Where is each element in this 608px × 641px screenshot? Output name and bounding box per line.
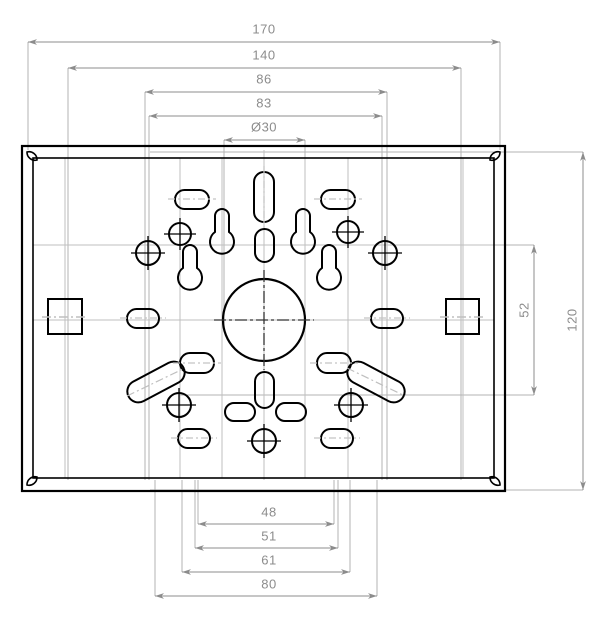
corner-tab-top-right xyxy=(489,150,501,162)
dimension-lines xyxy=(28,39,586,599)
dim-label-d30: Ø30 xyxy=(251,119,277,134)
dim-label-170: 170 xyxy=(252,21,275,36)
angled-slots xyxy=(126,360,406,404)
dimension-labels: 170 140 86 83 Ø30 48 51 61 80 52 120 xyxy=(251,21,579,591)
angled-slot-right xyxy=(346,360,406,404)
corner-tabs xyxy=(26,150,501,487)
center-bore xyxy=(214,270,314,370)
slot-v-mid-center xyxy=(254,228,275,263)
keyhole-lower-right xyxy=(316,244,342,291)
slot-v-low-center xyxy=(254,371,275,409)
cross-hole-centermarks xyxy=(131,216,402,458)
dim-label-51: 51 xyxy=(261,528,276,543)
keyhole-lower-left xyxy=(177,244,203,291)
plate-outline xyxy=(20,144,507,493)
cross-holes xyxy=(135,220,398,454)
corner-tab-bottom-left xyxy=(26,475,38,487)
slot-centermarks xyxy=(120,166,410,439)
corner-tab-top-left xyxy=(26,150,38,162)
dim-label-48: 48 xyxy=(261,504,276,519)
corner-tab-bottom-right xyxy=(489,475,501,487)
slot-h-center-left xyxy=(224,402,256,422)
dim-label-83: 83 xyxy=(256,95,271,110)
plate-inner-edge xyxy=(32,157,495,479)
dim-label-140: 140 xyxy=(252,47,275,62)
angled-slot-left xyxy=(126,360,186,404)
plate-outer-edge xyxy=(20,144,507,493)
slot-h-center-right xyxy=(275,402,307,422)
keyhole-upper-left xyxy=(209,208,235,255)
dim-label-80: 80 xyxy=(261,576,276,591)
extension-lines xyxy=(27,42,583,596)
dim-label-52: 52 xyxy=(516,302,531,317)
angled-slot-centerlines xyxy=(126,367,406,397)
dim-label-61: 61 xyxy=(261,552,276,567)
dim-label-120: 120 xyxy=(564,308,579,331)
keyhole-upper-right xyxy=(290,208,316,255)
dim-label-86: 86 xyxy=(256,71,271,86)
keyhole-slots xyxy=(177,208,342,291)
